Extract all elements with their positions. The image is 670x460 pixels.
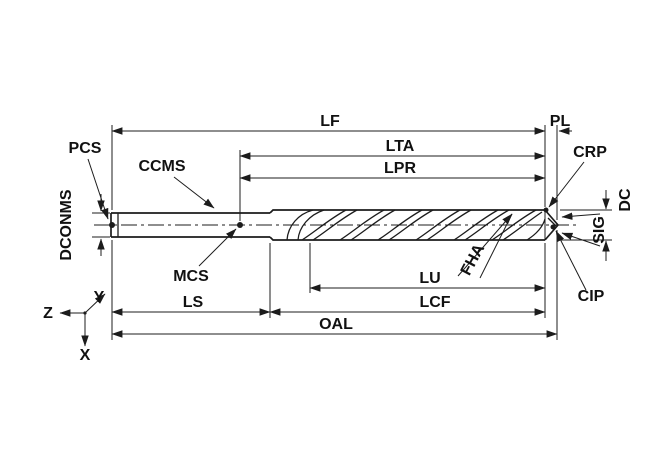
cip-point-dot bbox=[550, 224, 556, 230]
helix-line bbox=[339, 209, 385, 241]
sig-leader-line-top bbox=[561, 212, 601, 220]
cip-label: CIP bbox=[578, 288, 605, 305]
mcs-leader-line bbox=[198, 228, 237, 267]
point-outline bbox=[544, 209, 560, 241]
y-axis-arrow bbox=[84, 293, 106, 314]
helix-line bbox=[502, 211, 543, 241]
reference-points bbox=[109, 207, 556, 230]
helix-line bbox=[301, 209, 347, 241]
z-axis-label: Z bbox=[43, 305, 53, 322]
ccms-leader-line bbox=[173, 176, 215, 209]
ls-label: LS bbox=[183, 294, 204, 311]
x-axis-label: X bbox=[80, 347, 91, 364]
flute-leadin-line bbox=[286, 209, 314, 241]
dc-label: DC bbox=[617, 188, 634, 212]
lpr-label: LPR bbox=[384, 160, 416, 177]
sig-label: SIG bbox=[591, 216, 608, 244]
oal-label: OAL bbox=[319, 316, 353, 333]
pl-label: PL bbox=[550, 113, 571, 130]
helix-line bbox=[312, 209, 358, 241]
mcs-point-dot bbox=[237, 222, 243, 228]
y-axis-label: Y bbox=[94, 289, 105, 306]
helix-line bbox=[453, 209, 499, 241]
dc-extension-lines bbox=[560, 209, 612, 241]
helix-line bbox=[415, 209, 461, 241]
lu-label: LU bbox=[419, 270, 440, 287]
helix-line bbox=[464, 209, 510, 241]
crp-point-dot bbox=[543, 207, 549, 213]
dconms-label: DCONMS bbox=[58, 189, 75, 260]
fha-angle-line-flute bbox=[457, 213, 513, 277]
flute-outline-top bbox=[269, 209, 545, 214]
mcs-label: MCS bbox=[173, 268, 209, 285]
pcs-label: PCS bbox=[69, 140, 102, 157]
chisel-edge-line bbox=[547, 217, 557, 227]
coordinate-axes: Z Y X bbox=[43, 289, 106, 364]
lf-label: LF bbox=[320, 113, 340, 130]
helix-line bbox=[350, 209, 396, 241]
dimension-lines bbox=[97, 127, 610, 338]
helix-line bbox=[388, 209, 434, 241]
pcs-leader-line bbox=[87, 158, 109, 220]
drill-body bbox=[94, 209, 576, 241]
leader-lines bbox=[87, 158, 601, 291]
helix-line bbox=[426, 209, 472, 241]
helix-line bbox=[377, 209, 423, 241]
lcf-label: LCF bbox=[419, 294, 450, 311]
dimension-labels: LF PL LTA LPR PCS CCMS DCONMS MCS CRP DC… bbox=[58, 113, 634, 333]
helix-line bbox=[491, 209, 537, 241]
cip-leader-line bbox=[555, 230, 587, 291]
sig-leader-line-bottom bbox=[561, 232, 601, 247]
helix-line bbox=[526, 218, 546, 241]
fha-angle-line-axis bbox=[479, 213, 513, 279]
lta-label: LTA bbox=[386, 138, 415, 155]
flute-leadin-line bbox=[297, 209, 325, 241]
crp-label: CRP bbox=[573, 144, 607, 161]
ccms-label: CCMS bbox=[138, 158, 185, 175]
pcs-point-dot bbox=[109, 222, 115, 228]
crp-leader-line bbox=[548, 161, 585, 208]
